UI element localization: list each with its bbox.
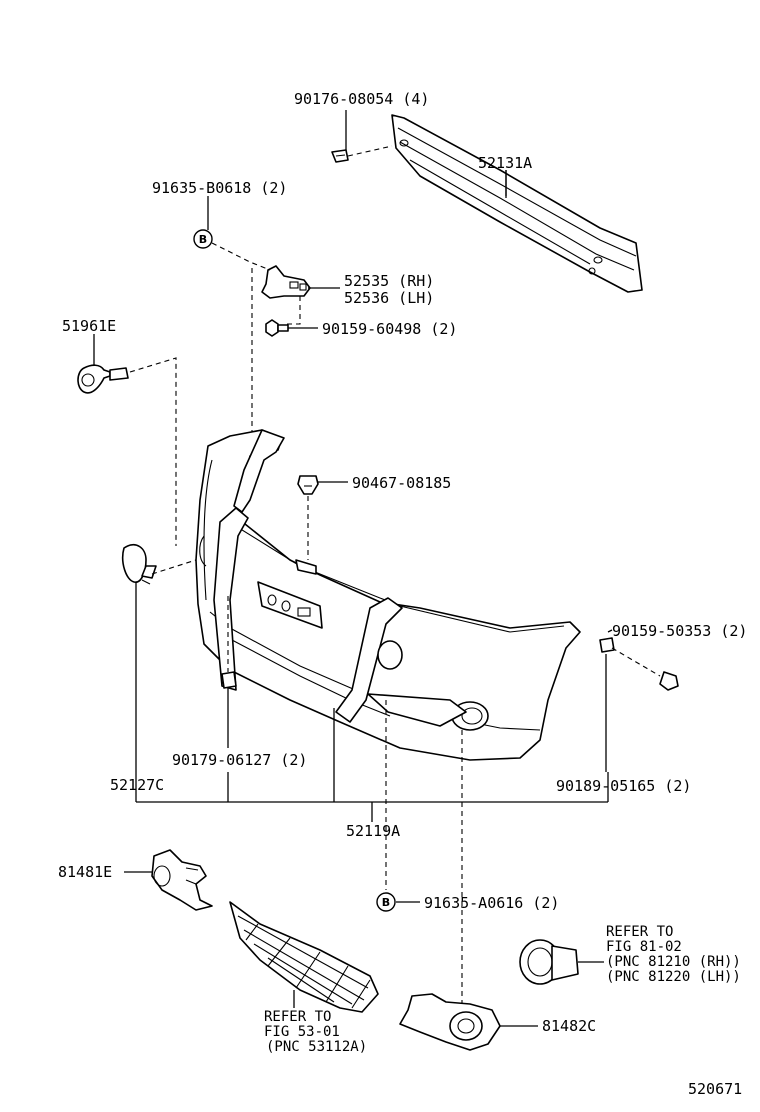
figure-number: 520671 bbox=[688, 1080, 742, 1098]
label-81481e: 81481E bbox=[58, 863, 112, 881]
label-52131a: 52131A bbox=[478, 154, 532, 172]
label-52119a: 52119A bbox=[346, 822, 400, 840]
callout-b-bottom: B bbox=[376, 892, 396, 912]
label-90176: 90176-08054 (4) bbox=[294, 90, 429, 108]
fog-lamp-bezel-rh bbox=[399, 993, 501, 1051]
clip-90179 bbox=[221, 671, 237, 689]
bumper-retainer bbox=[261, 265, 311, 299]
label-90189-05165: 90189-05165 (2) bbox=[556, 777, 691, 795]
screw-90159-60498 bbox=[265, 319, 289, 337]
fog-lamp-bezel-lh bbox=[151, 849, 213, 911]
label-90159-50353: 90159-50353 (2) bbox=[612, 622, 747, 640]
bolt-90176 bbox=[331, 149, 349, 163]
svg-text:(PNC 81210 (RH)): (PNC 81210 (RH)) bbox=[606, 954, 741, 970]
towing-eye bbox=[77, 364, 129, 394]
label-90179-06127: 90179-06127 (2) bbox=[172, 751, 307, 769]
refer-note-fig-53-01: REFER TO FIG 53-01 (PNC 53112A) bbox=[264, 1009, 367, 1055]
label-81482c: 81482C bbox=[542, 1017, 596, 1035]
svg-text:B: B bbox=[382, 896, 390, 909]
clip-90467 bbox=[297, 475, 319, 495]
tow-hook-cover bbox=[121, 544, 157, 585]
label-52535: 52535 (RH) bbox=[344, 272, 434, 290]
label-91635-b0618: 91635-B0618 (2) bbox=[152, 179, 287, 197]
screw-90159-50353 bbox=[659, 671, 679, 691]
label-52536: 52536 (LH) bbox=[344, 289, 434, 307]
label-51961e: 51961E bbox=[62, 317, 116, 335]
label-90159-60498: 90159-60498 (2) bbox=[322, 320, 457, 338]
label-90467-08185: 90467-08185 bbox=[352, 474, 451, 492]
svg-text:REFER TO: REFER TO bbox=[606, 924, 673, 940]
refer-note-fig-81-02: REFER TO FIG 81-02 (PNC 81210 (RH)) (PNC… bbox=[606, 924, 741, 985]
label-bracket bbox=[135, 708, 609, 822]
fog-lamp-assembly bbox=[519, 939, 579, 985]
label-91635-a0616: 91635-A0616 (2) bbox=[424, 894, 559, 912]
bumper-cover bbox=[195, 429, 581, 761]
svg-text:(PNC 53112A): (PNC 53112A) bbox=[266, 1039, 367, 1055]
svg-text:REFER TO: REFER TO bbox=[264, 1009, 331, 1025]
svg-text:FIG 53-01: FIG 53-01 bbox=[264, 1024, 340, 1040]
clip-90189 bbox=[599, 637, 615, 653]
svg-text:(PNC 81220 (LH)): (PNC 81220 (LH)) bbox=[606, 969, 741, 985]
bumper-reinforcement bbox=[391, 114, 643, 293]
label-52127c: 52127C bbox=[110, 776, 164, 794]
svg-text:B: B bbox=[199, 233, 207, 246]
svg-text:FIG 81-02: FIG 81-02 bbox=[606, 939, 682, 955]
callout-b-top: B bbox=[193, 229, 213, 249]
grille-mesh bbox=[229, 901, 379, 1013]
